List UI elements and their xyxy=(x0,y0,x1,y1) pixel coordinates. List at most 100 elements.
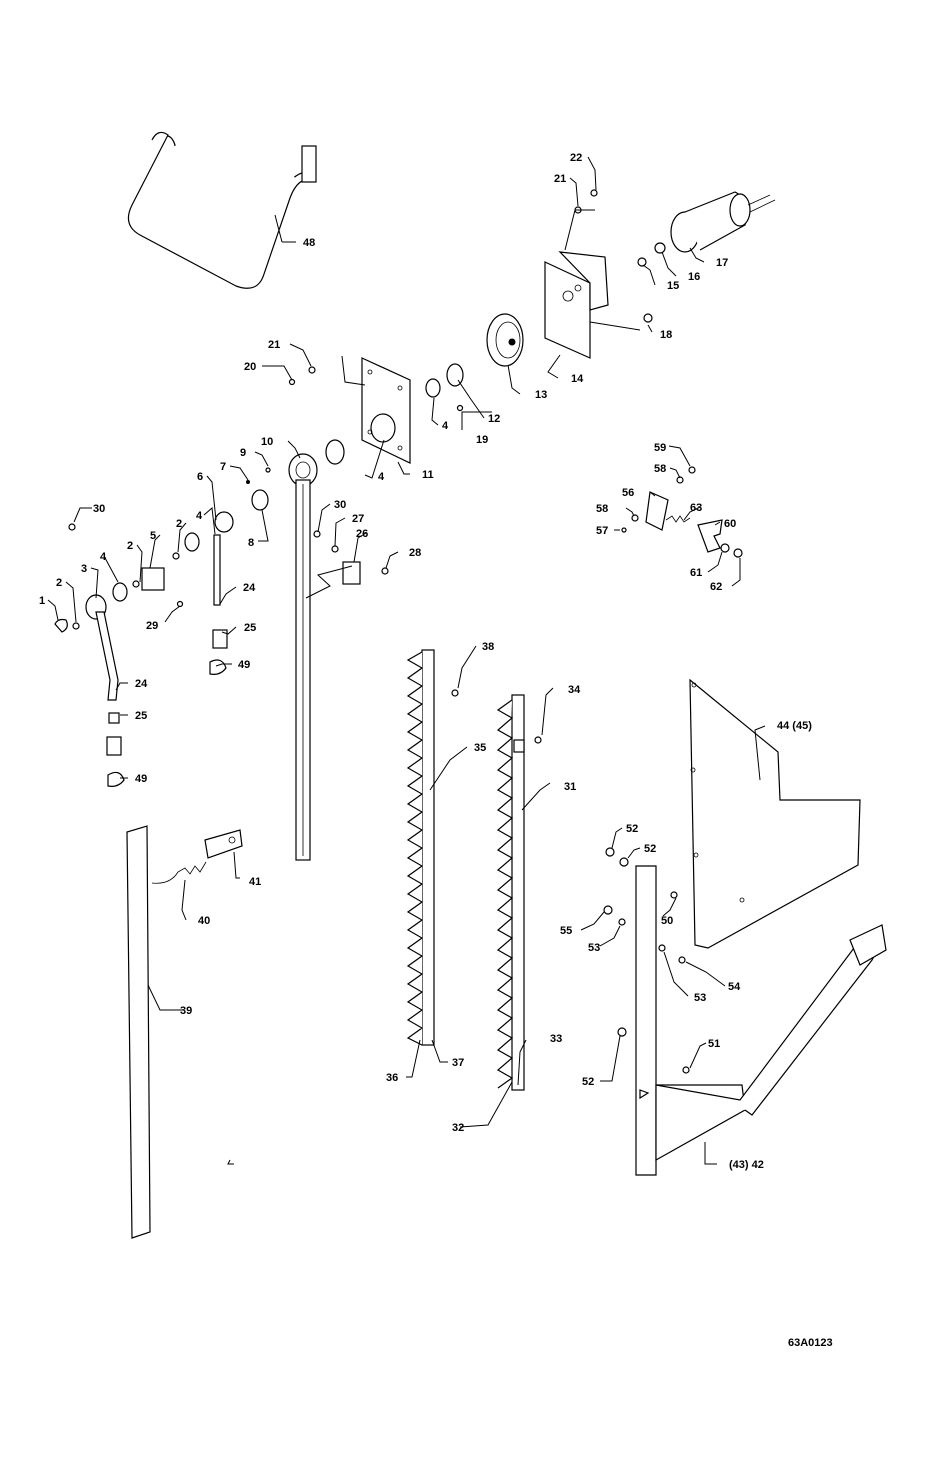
callout-2: 2 xyxy=(56,577,62,589)
bolt-29 xyxy=(178,602,183,607)
callout-30: 30 xyxy=(334,499,346,511)
callout-35: 35 xyxy=(474,742,486,754)
bearing-4a xyxy=(326,440,344,464)
callout-54: 54 xyxy=(728,981,741,993)
callout-60: 60 xyxy=(724,518,736,530)
cutter-bar-part xyxy=(498,695,541,1090)
callout-4: 4 xyxy=(100,551,107,563)
callout-1: 1 xyxy=(39,595,45,607)
washer-27 xyxy=(332,546,338,552)
callout-51: 51 xyxy=(708,1038,720,1050)
callout-61: 61 xyxy=(690,567,702,579)
pin-59 xyxy=(689,467,695,473)
hub-12 xyxy=(447,364,463,386)
guide-26 xyxy=(343,562,360,584)
callout-29: 29 xyxy=(146,620,158,632)
callout-30: 30 xyxy=(93,503,105,515)
callout-27: 27 xyxy=(352,513,364,525)
washer-2c xyxy=(173,553,179,559)
callout-55: 55 xyxy=(560,925,572,937)
callout-42-43: (43) 42 xyxy=(729,1159,764,1171)
callout-19: 19 xyxy=(476,434,488,446)
callout-50: 50 xyxy=(661,915,673,927)
figure-id: 63A0123 xyxy=(788,1337,833,1349)
coupler-16 xyxy=(655,243,665,253)
callout-25: 25 xyxy=(135,710,147,722)
gearbox-plate-part xyxy=(545,252,608,358)
callout-52: 52 xyxy=(582,1076,594,1088)
bolt-30b xyxy=(314,531,320,537)
bearing-4d xyxy=(113,583,127,601)
callout-12: 12 xyxy=(488,413,500,425)
washer-21b xyxy=(309,367,315,373)
callout-4: 4 xyxy=(196,510,203,522)
callout-6: 6 xyxy=(197,471,203,483)
callout-34: 34 xyxy=(568,684,581,696)
callout-25: 25 xyxy=(244,622,256,634)
callout-49: 49 xyxy=(135,773,147,785)
rivet-38 xyxy=(452,690,458,696)
shield-panel-part xyxy=(690,680,860,948)
bolt-22 xyxy=(591,190,597,196)
eccentric-6 xyxy=(215,512,233,532)
callout-32: 32 xyxy=(452,1122,464,1134)
callout-59: 59 xyxy=(654,442,666,454)
washer-2a xyxy=(73,623,79,629)
washer-53a xyxy=(619,919,625,925)
motor-assembly xyxy=(290,190,776,463)
clip-1 xyxy=(55,620,67,633)
callout-31: 31 xyxy=(564,781,576,793)
callout-58: 58 xyxy=(654,463,666,475)
washer-53b xyxy=(659,945,665,951)
callout-49: 49 xyxy=(238,659,250,671)
callout-22: 22 xyxy=(570,152,582,164)
callout-10: 10 xyxy=(261,436,273,448)
callout-21: 21 xyxy=(268,339,280,351)
callout-33: 33 xyxy=(550,1033,562,1045)
bolt-51 xyxy=(683,1067,689,1073)
mount-plate-part xyxy=(362,358,410,463)
callout-20: 20 xyxy=(244,361,256,373)
pitman-arm-part xyxy=(289,454,317,860)
callout-17: 17 xyxy=(716,257,728,269)
bearing-4c xyxy=(185,533,199,551)
clip-49a xyxy=(108,772,124,786)
callout-58: 58 xyxy=(596,503,608,515)
clevis-24a xyxy=(107,737,121,755)
callout-18: 18 xyxy=(660,329,672,341)
nut-52b xyxy=(620,858,628,866)
callout-16: 16 xyxy=(688,271,700,283)
callout-62: 62 xyxy=(710,581,722,593)
nut-62 xyxy=(734,549,742,557)
callout-63: 63 xyxy=(690,502,702,514)
washer-58b xyxy=(632,515,638,521)
shaft-8 xyxy=(252,490,268,510)
nut-28 xyxy=(382,568,388,574)
callout-41: 41 xyxy=(249,876,261,888)
callout-39: 39 xyxy=(180,1005,192,1017)
bolt-50 xyxy=(671,892,677,898)
drive-gear-part xyxy=(487,314,523,366)
callout-44-45: 44 (45) xyxy=(777,720,812,732)
callout-24: 24 xyxy=(243,582,256,594)
callout-8: 8 xyxy=(248,537,254,549)
nut-52a xyxy=(606,848,614,856)
callout-15: 15 xyxy=(667,280,679,292)
callout-9: 9 xyxy=(240,447,246,459)
nut-55 xyxy=(604,906,612,914)
washer-61 xyxy=(721,544,729,552)
callout-48: 48 xyxy=(303,237,315,249)
callout-53: 53 xyxy=(588,942,600,954)
callout-4: 4 xyxy=(442,420,449,432)
callout-4: 4 xyxy=(378,471,385,483)
motor-part xyxy=(671,192,775,252)
pin-9 xyxy=(266,468,270,472)
nut-15 xyxy=(638,258,646,266)
callout-13: 13 xyxy=(535,389,547,401)
callout-56: 56 xyxy=(622,487,634,499)
callout-40: 40 xyxy=(198,915,210,927)
callout-52: 52 xyxy=(644,843,656,855)
callout-24: 24 xyxy=(135,678,148,690)
handle-bar-part xyxy=(128,132,316,288)
